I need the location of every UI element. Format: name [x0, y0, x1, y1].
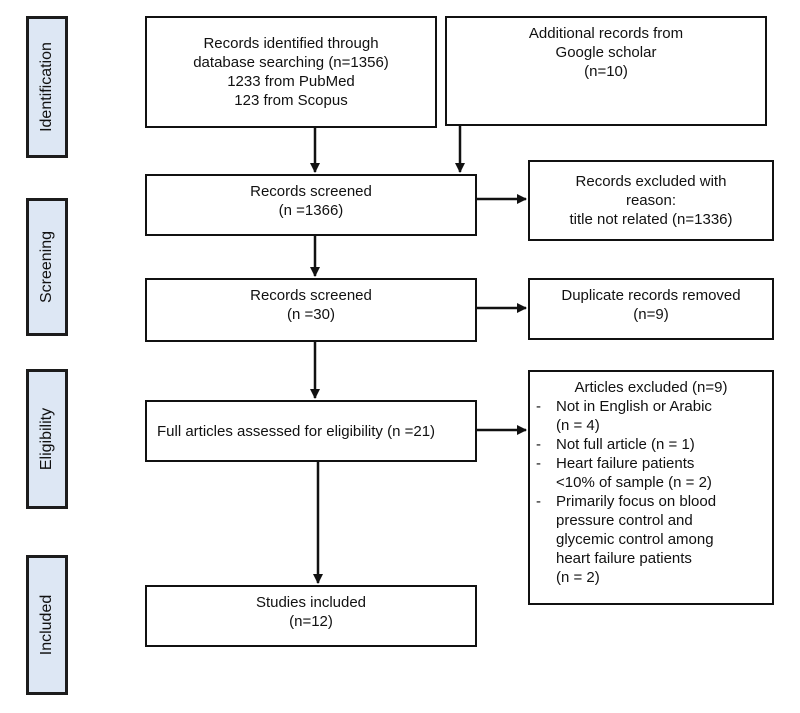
excluded-title: Articles excluded (n=9) — [574, 379, 728, 396]
reason-text: Heart failure patients — [556, 455, 695, 472]
box-text: (n =1366) — [278, 202, 344, 219]
studies-included-box: Studies included (n=12) — [145, 585, 477, 647]
records-screened-2-box: Records screened (n =30) — [145, 278, 477, 342]
box-text: reason: — [625, 192, 677, 209]
additional-records-box: Additional records from Google scholar (… — [445, 16, 767, 126]
box-text: (n =30) — [287, 306, 335, 323]
phase-screening: Screening — [26, 198, 68, 336]
box-text: Records identified through — [203, 35, 379, 52]
box-text: Full articles assessed for eligibility (… — [157, 422, 436, 440]
full-articles-box: Full articles assessed for eligibility (… — [145, 400, 477, 462]
box-text: 1233 from PubMed — [227, 73, 355, 90]
reason-text: (n = 2) — [556, 569, 600, 586]
reason-text: Not full article (n = 1) — [556, 436, 695, 453]
excluded-reason-item: Primarily focus on blood pressure contro… — [530, 492, 772, 587]
reason-text: <10% of sample (n = 2) — [556, 474, 712, 491]
duplicates-removed-box: Duplicate records removed (n=9) — [528, 278, 774, 340]
records-identified-box: Records identified through database sear… — [145, 16, 437, 128]
articles-excluded-box: Articles excluded (n=9) Not in English o… — [528, 370, 774, 605]
reason-text: (n = 4) — [556, 417, 600, 434]
reason-text: glycemic control among — [556, 531, 714, 548]
box-text: Google scholar — [555, 44, 657, 61]
reason-text: heart failure patients — [556, 550, 692, 567]
box-text: Additional records from — [528, 25, 684, 42]
box-text: Records excluded with — [575, 173, 727, 190]
excluded-reason-item: Heart failure patients <10% of sample (n… — [530, 454, 772, 492]
box-text: Duplicate records removed — [561, 287, 741, 304]
phase-identification: Identification — [26, 16, 68, 158]
box-text: (n=9) — [633, 306, 669, 323]
box-text: database searching (n=1356) — [193, 54, 389, 71]
box-text: (n=12) — [289, 613, 333, 630]
phase-eligibility: Eligibility — [26, 369, 68, 509]
box-text: Records screened — [250, 183, 372, 200]
box-text: Records screened — [250, 287, 372, 304]
reason-text: Primarily focus on blood — [556, 493, 717, 510]
box-text: title not related (n=1336) — [569, 211, 733, 228]
reason-text: pressure control and — [556, 512, 693, 529]
records-excluded-reason-box: Records excluded with reason: title not … — [528, 160, 774, 241]
excluded-reason-item: Not full article (n = 1) — [530, 435, 772, 454]
box-text: 123 from Scopus — [234, 92, 348, 109]
excluded-reasons-list: Not in English or Arabic (n = 4) Not ful… — [530, 397, 772, 587]
phase-included: Included — [26, 555, 68, 695]
box-text: Studies included — [255, 594, 367, 611]
records-screened-1-box: Records screened (n =1366) — [145, 174, 477, 236]
excluded-reason-item: Not in English or Arabic (n = 4) — [530, 397, 772, 435]
box-text: (n=10) — [584, 63, 628, 80]
reason-text: Not in English or Arabic — [556, 398, 712, 415]
